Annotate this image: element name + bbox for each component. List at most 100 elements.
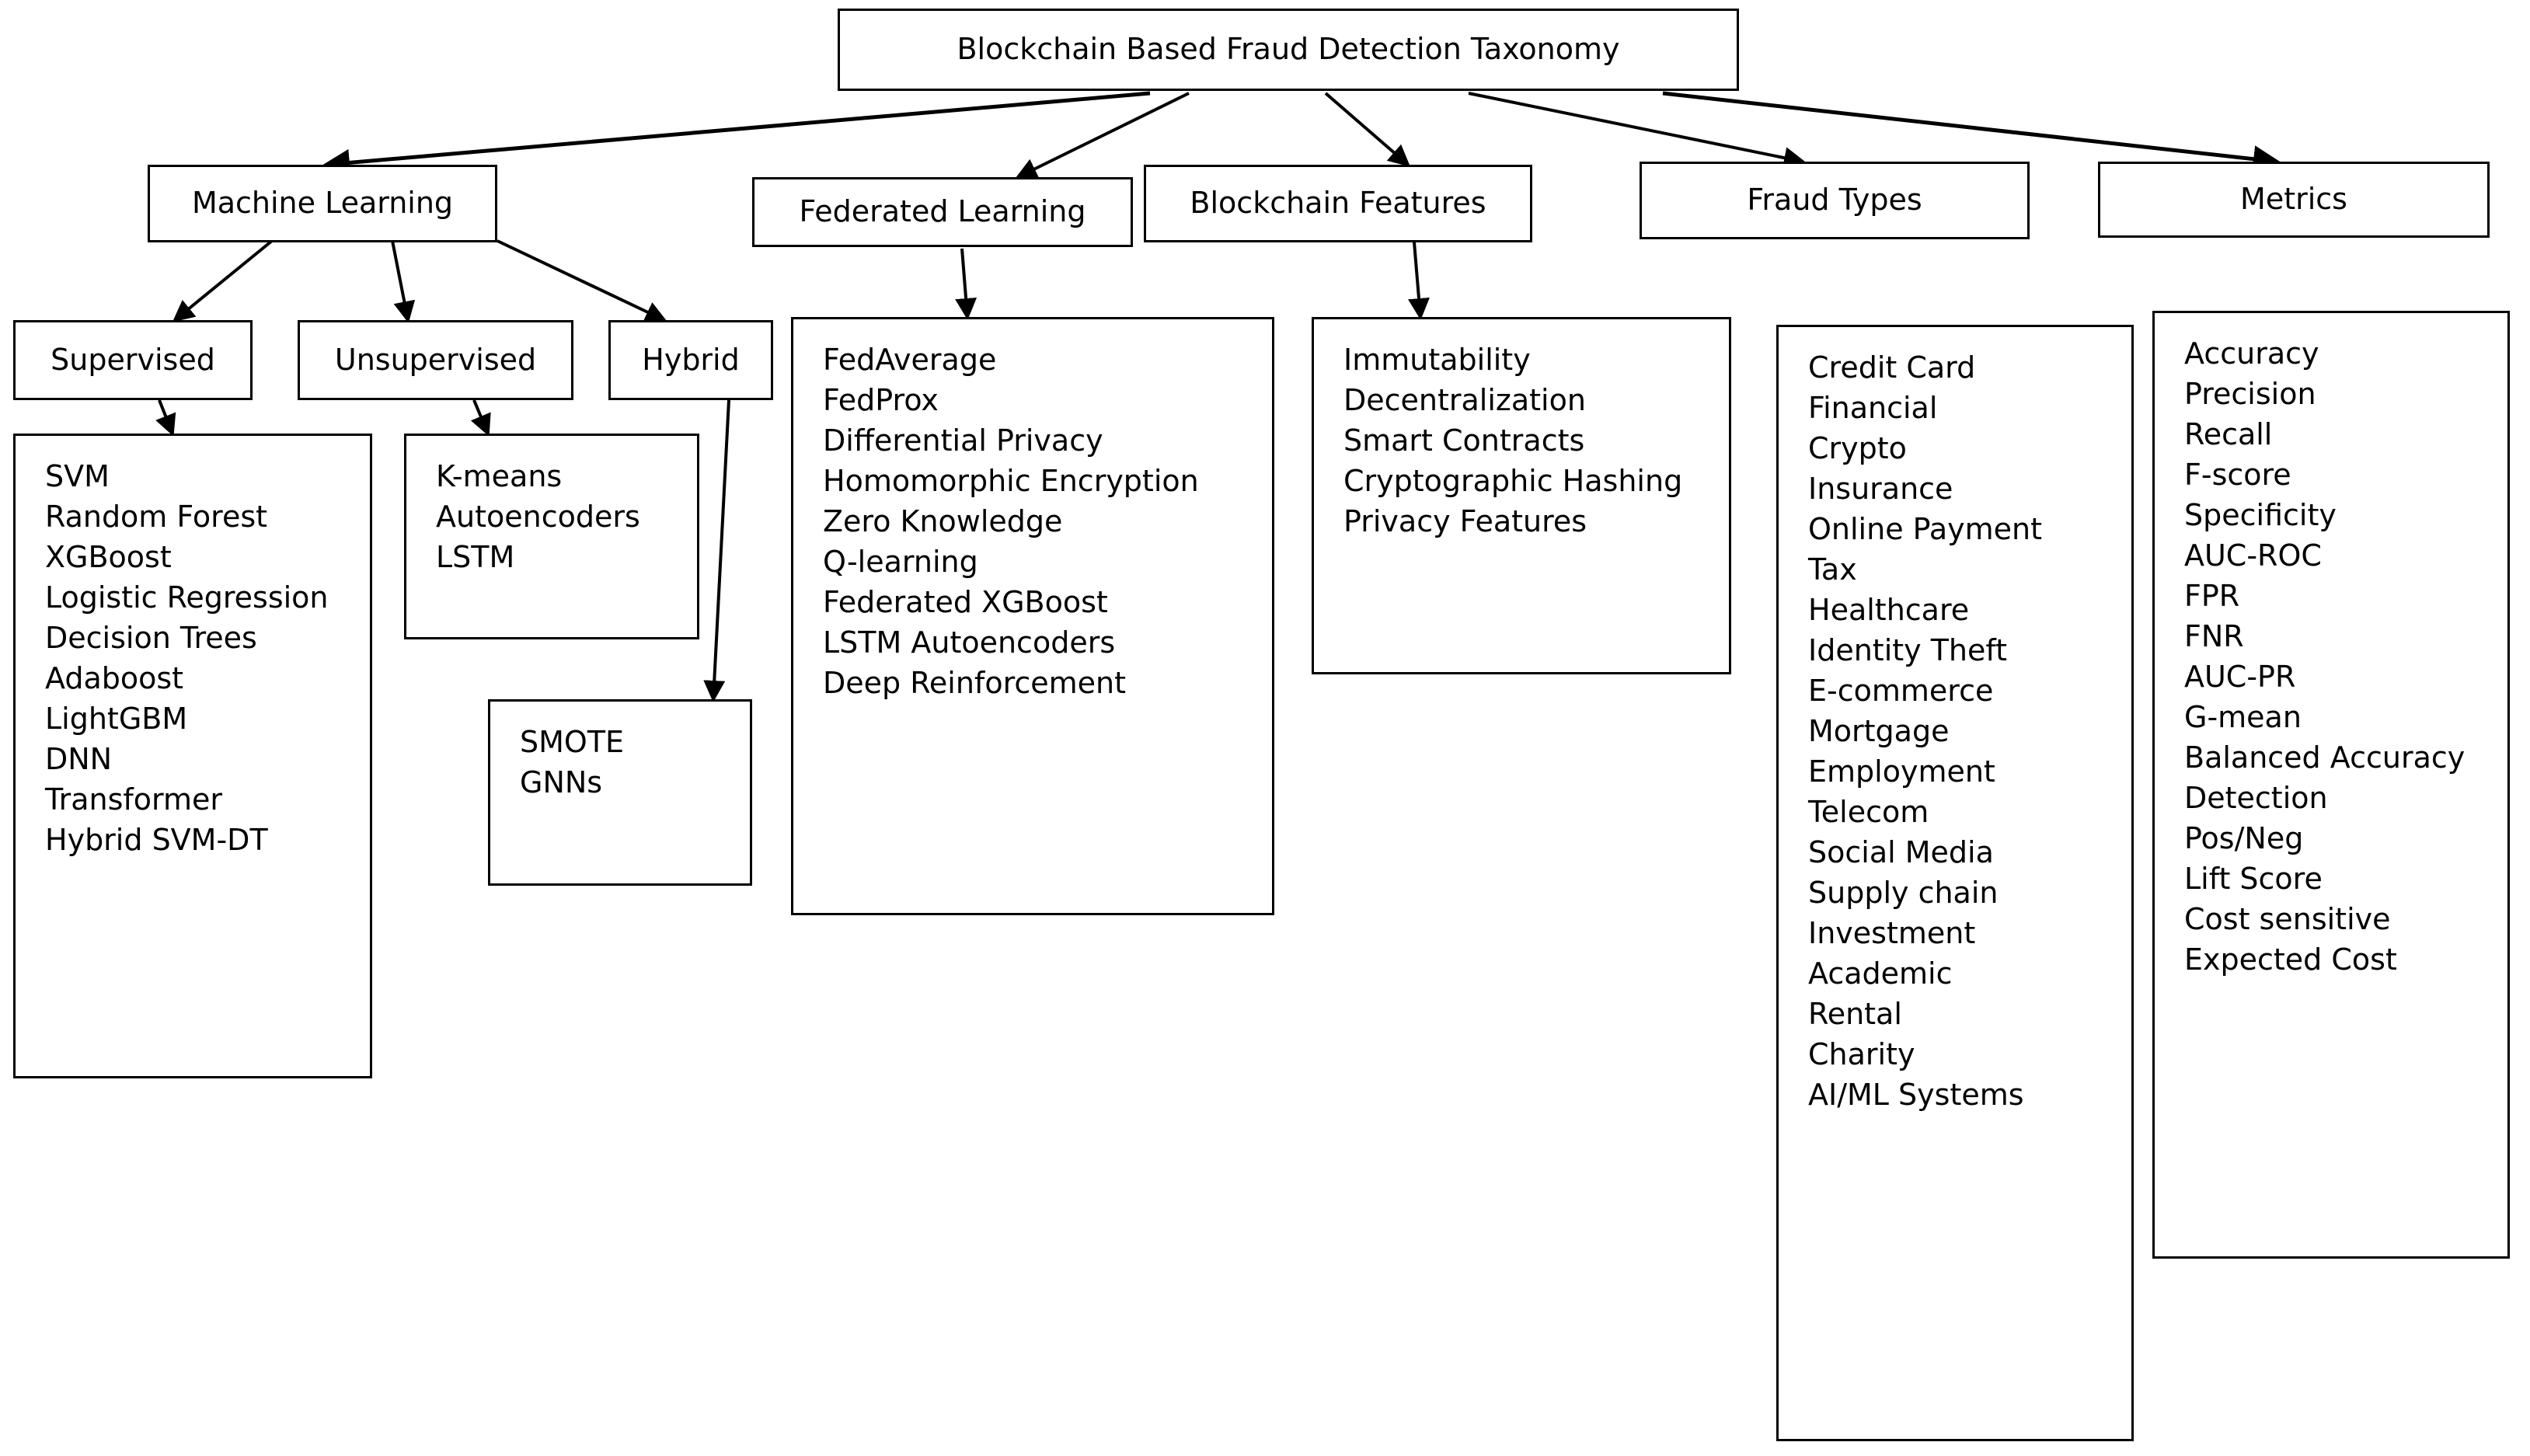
node-blockchain-features[interactable]: Blockchain Features: [1144, 165, 1532, 242]
node-root[interactable]: Blockchain Based Fraud Detection Taxonom…: [838, 9, 1739, 91]
list-item: F-score: [2184, 458, 2291, 492]
list-item: Mortgage: [1808, 714, 1950, 748]
list-item: Employment: [1808, 754, 1995, 789]
node-root-label: Blockchain Based Fraud Detection Taxonom…: [957, 32, 1620, 67]
list-item: Immutability: [1343, 343, 1531, 377]
list-item: Differential Privacy: [823, 423, 1103, 458]
node-fraud-types-label: Fraud Types: [1747, 183, 1922, 218]
list-item: FedProx: [823, 383, 939, 417]
node-federated-learning[interactable]: Federated Learning: [752, 177, 1133, 247]
list-item: Detection: [2184, 781, 2328, 815]
node-unsupervised[interactable]: Unsupervised: [298, 320, 573, 400]
list-item: Specificity: [2184, 498, 2337, 532]
list-item: Privacy Features: [1343, 504, 1587, 538]
edge-root-to-fraud-types: [1468, 92, 1806, 169]
list-item: Cryptographic Hashing: [1343, 464, 1683, 498]
list-item: Lift Score: [2184, 862, 2323, 896]
node-supervised-label: Supervised: [51, 342, 215, 377]
list-item: Accuracy: [2184, 336, 2319, 371]
edge-hybrid-to-methods: [703, 399, 730, 702]
list-item: Expected Cost: [2184, 942, 2397, 977]
node-machine-learning[interactable]: Machine Learning: [148, 165, 497, 242]
hybrid-items-container: SMOTE GNNs: [520, 722, 750, 803]
list-item: Charity: [1808, 1037, 1915, 1071]
list-item: Decision Trees: [45, 621, 257, 655]
list-item: Adaboost: [45, 661, 184, 695]
list-item: AI/ML Systems: [1808, 1078, 2024, 1112]
edge-ml-to-hybrid: [497, 239, 667, 322]
list-item: Identity Theft: [1808, 633, 2007, 667]
list-item: FPR: [2184, 579, 2240, 613]
node-unsupervised-label: Unsupervised: [334, 342, 537, 377]
list-item: Rental: [1808, 997, 1902, 1031]
list-item: SMOTE: [520, 725, 625, 759]
list-item: Investment: [1808, 916, 1976, 950]
list-item: FedAverage: [823, 343, 997, 377]
list-item: Smart Contracts: [1343, 423, 1585, 458]
list-item: Logistic Regression: [45, 580, 329, 615]
node-fraud-types[interactable]: Fraud Types: [1640, 162, 2030, 239]
list-item: Online Payment: [1808, 512, 2043, 546]
list-item: Deep Reinforcement: [823, 666, 1127, 700]
list-item: K-means: [436, 459, 563, 493]
list-item: Pos/Neg: [2184, 821, 2304, 855]
list-item: Transformer: [45, 782, 223, 817]
list-item: Homomorphic Encryption: [823, 464, 1199, 498]
list-item: Supply chain: [1808, 876, 1999, 910]
list-item: GNNs: [520, 765, 603, 799]
list-item: Balanced Accuracy: [2184, 740, 2466, 775]
list-item: SVM: [45, 459, 110, 493]
list-item: Precision: [2184, 377, 2316, 411]
edge-supervised-to-methods: [155, 399, 176, 437]
list-item: LSTM: [436, 540, 515, 574]
list-item: LSTM Autoencoders: [823, 625, 1116, 660]
list-item: Healthcare: [1808, 593, 1970, 627]
list-item: Autoencoders: [436, 500, 640, 534]
node-metrics[interactable]: Metrics: [2098, 162, 2490, 238]
edge-federated-to-methods: [955, 248, 977, 320]
edge-unsupervised-to-methods: [470, 399, 491, 437]
list-item: G-mean: [2184, 700, 2302, 734]
edge-ml-to-unsupervised: [391, 240, 416, 323]
edge-blockchain-to-features: [1408, 242, 1430, 320]
list-item: Crypto: [1808, 431, 1907, 465]
list-item: Decentralization: [1343, 383, 1586, 417]
list-item: E-commerce: [1808, 674, 1994, 708]
list-item: Q-learning: [823, 545, 978, 579]
edge-root-to-machine-learning: [322, 91, 1151, 176]
list-item: Recall: [2184, 417, 2273, 451]
list-item: Financial: [1808, 391, 1938, 425]
edge-root-to-blockchain-features: [1324, 92, 1411, 167]
list-item: Cost sensitive: [2184, 902, 2391, 936]
node-supervised[interactable]: Supervised: [13, 320, 253, 400]
node-federated-learning-label: Federated Learning: [799, 194, 1086, 229]
node-hybrid[interactable]: Hybrid: [608, 320, 773, 400]
list-item: Academic: [1808, 956, 1953, 991]
list-hybrid-methods[interactable]: SMOTE GNNs: [488, 699, 752, 886]
list-item: LightGBM: [45, 702, 188, 736]
list-item: Federated XGBoost: [823, 585, 1108, 619]
list-item: Social Media: [1808, 835, 1994, 869]
edge-ml-to-supervised: [172, 239, 274, 322]
list-item: Tax: [1808, 552, 1857, 587]
list-item: Hybrid SVM-DT: [45, 823, 268, 857]
list-item: AUC-ROC: [2184, 538, 2322, 573]
list-item: Zero Knowledge: [823, 504, 1063, 538]
node-metrics-label: Metrics: [2240, 182, 2347, 217]
list-item: DNN: [45, 742, 113, 776]
node-hybrid-label: Hybrid: [642, 342, 740, 377]
list-item: XGBoost: [45, 540, 172, 574]
